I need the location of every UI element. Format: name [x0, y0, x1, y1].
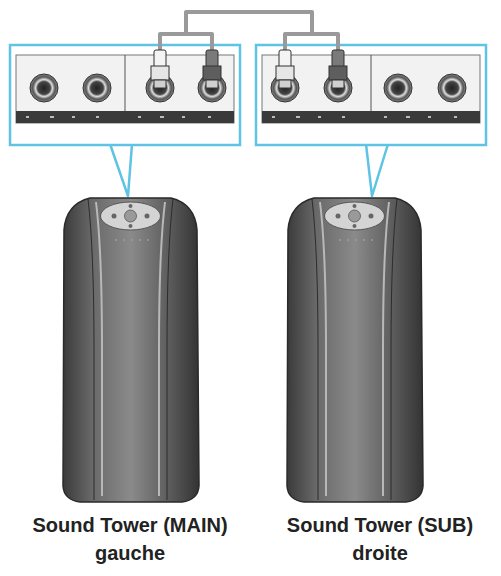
position-label: droite	[352, 541, 408, 565]
rca-plug	[151, 50, 347, 88]
position-label: gauche	[95, 541, 165, 565]
speaker-name: Sound Tower (SUB)	[287, 513, 473, 537]
jack	[30, 74, 466, 102]
audio-cable	[160, 12, 338, 52]
speaker-name: Sound Tower (MAIN)	[32, 513, 227, 537]
